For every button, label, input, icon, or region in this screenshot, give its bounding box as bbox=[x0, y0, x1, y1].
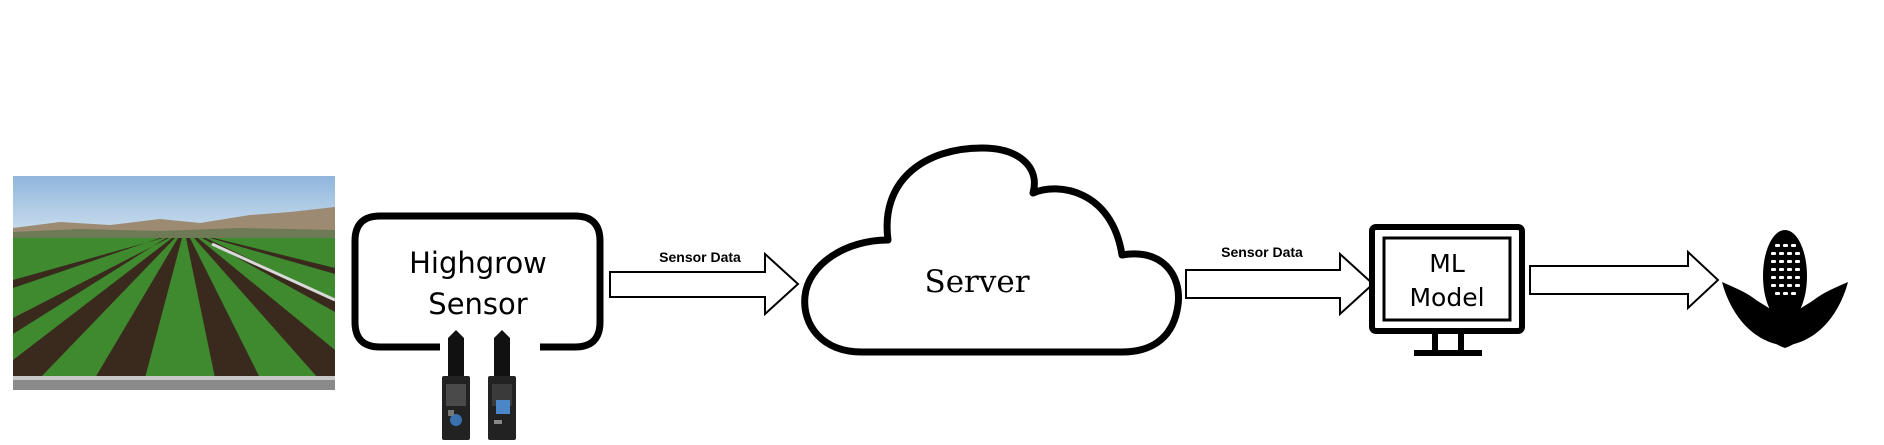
arrow-model-to-output bbox=[1529, 249, 1720, 311]
sensor-box: Highgrow Sensor bbox=[351, 212, 604, 351]
field-photo bbox=[13, 176, 335, 390]
model-label-line1: ML bbox=[1429, 249, 1465, 278]
sensor-label-line2: Sensor bbox=[428, 287, 527, 321]
arrow-server-to-model bbox=[1185, 251, 1375, 317]
monitor-icon bbox=[1369, 224, 1525, 356]
cloud-icon bbox=[801, 144, 1182, 356]
arrow1-label: Sensor Data bbox=[659, 249, 741, 265]
arrow2-label: Sensor Data bbox=[1221, 244, 1303, 260]
sensor-probe-icon bbox=[442, 330, 516, 440]
server-label: Server bbox=[924, 264, 1029, 300]
sensor-label-line1: Highgrow bbox=[409, 246, 547, 280]
arrow-sensor-to-server bbox=[609, 251, 800, 317]
corn-icon bbox=[1722, 230, 1848, 348]
model-label-line2: Model bbox=[1409, 283, 1484, 312]
